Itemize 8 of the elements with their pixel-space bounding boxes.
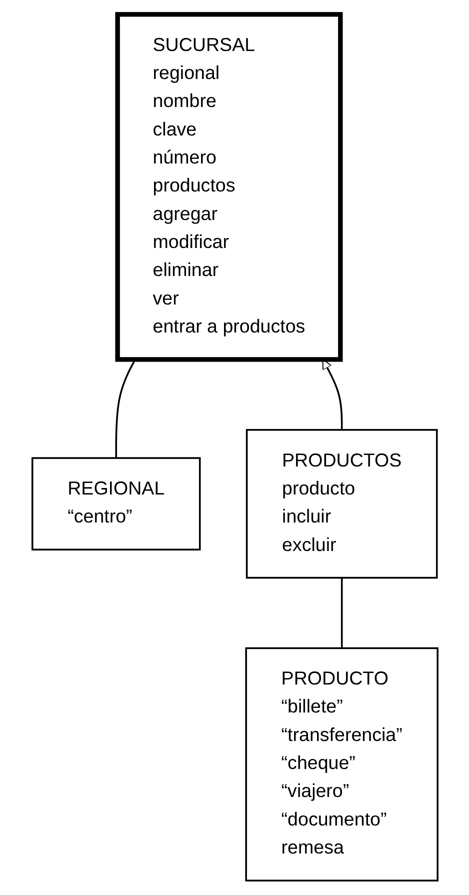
node-box	[245, 429, 438, 579]
class-diagram: REGIONAL “centro” SUCURSAL regional nombre clave número productos agregar modificar eliminar ver entrar a productos PRODUCTOS producto incluir excluir PRODUCTO “billete” “transferencia” “cheque” “viajero” “documento” remesa	[22, 5, 446, 890]
node-box	[114, 12, 342, 362]
connector	[340, 578, 342, 648]
node-box	[244, 647, 438, 882]
arrow	[322, 359, 342, 430]
node-box	[31, 457, 200, 550]
connector	[114, 359, 136, 458]
